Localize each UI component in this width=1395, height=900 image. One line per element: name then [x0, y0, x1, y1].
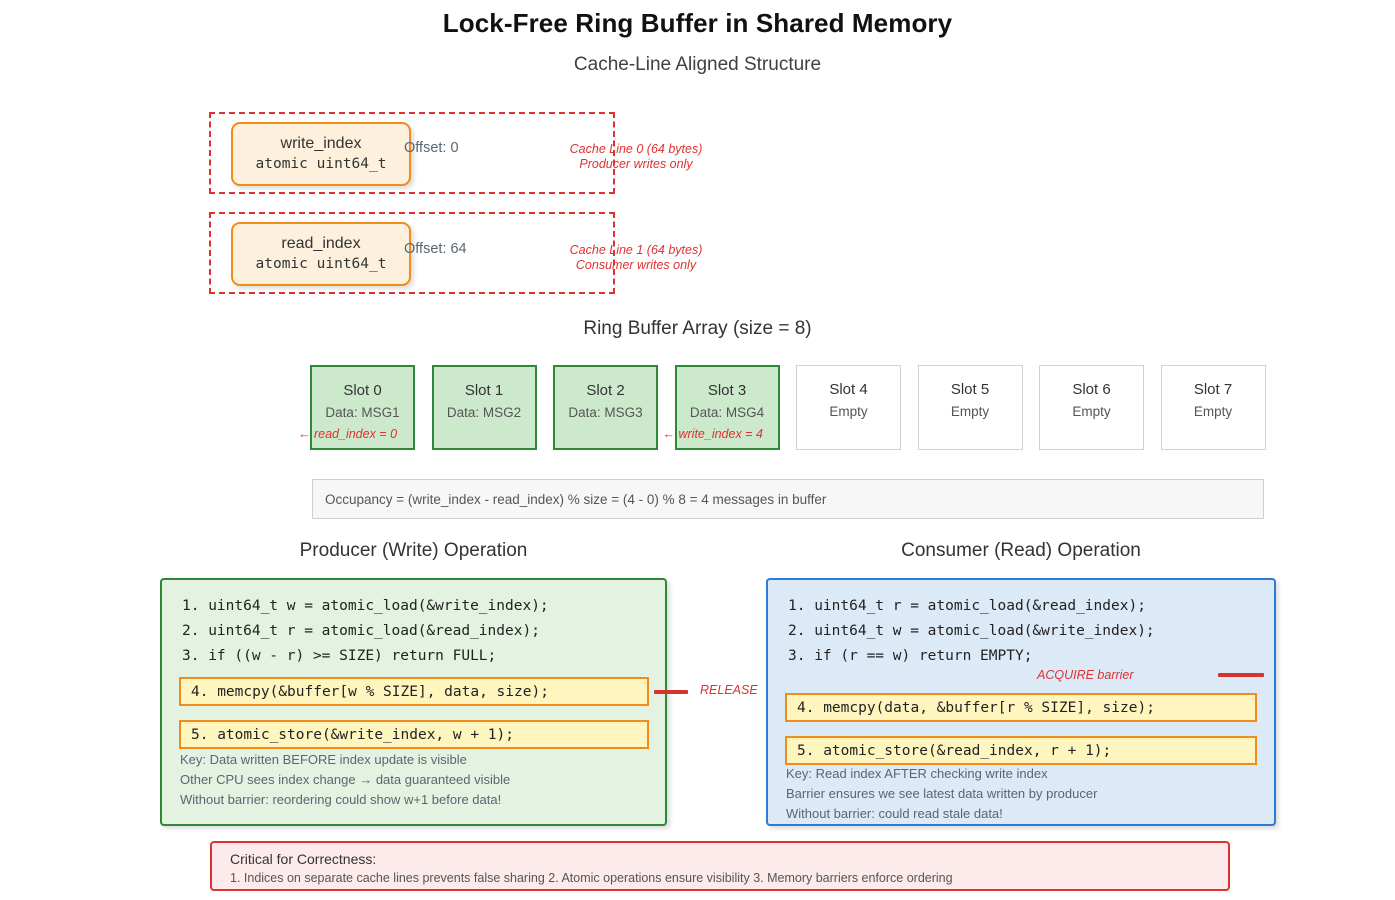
cache-line-0-group	[209, 112, 615, 194]
ring-slot-4-data: Empty	[829, 404, 868, 419]
acquire-barrier-marker	[1218, 673, 1264, 677]
occupancy-box: Occupancy = (write_index - read_index) %…	[312, 479, 1264, 519]
producer-panel: 1. uint64_t w = atomic_load(&write_index…	[160, 578, 667, 826]
ring-slot-7-data: Empty	[1193, 404, 1233, 419]
producer-note-2: Other CPU sees index change → data guara…	[180, 772, 511, 787]
critical-correctness-box: Critical for Correctness: 1. Indices on …	[210, 841, 1230, 891]
ring-slot-6: Slot 6 Empty	[1039, 365, 1144, 450]
cache-line-1-group	[209, 212, 615, 294]
cache-line-1-note: Cache Line 1 (64 bytes) Consumer writes …	[526, 243, 746, 273]
consumer-code-line-3: 3. if (r == w) return EMPTY;	[788, 648, 1033, 664]
write-index-box: write_index atomic uint64_t	[231, 122, 411, 186]
producer-code-line-1: 1. uint64_t w = atomic_load(&write_index…	[182, 598, 549, 614]
consumer-code-line-2: 2. uint64_t w = atomic_load(&write_index…	[788, 623, 1155, 639]
write-index-name: write_index	[280, 135, 362, 152]
release-barrier-label: RELEASE	[700, 683, 758, 697]
cache-line-1-note-line1: Cache Line 1 (64 bytes)	[569, 243, 703, 257]
cache-line-0-note: Cache Line 0 (64 bytes) Producer writes …	[526, 142, 746, 172]
ring-slot-5-name: Slot 5	[950, 381, 990, 398]
page-subtitle: Cache-Line Aligned Structure	[573, 54, 822, 75]
read-index-offset-label: Offset: 64	[404, 241, 467, 257]
ring-slot-6-data: Empty	[1072, 404, 1111, 419]
ring-slot-3-pointer-label: ← write_index = 4	[662, 427, 763, 441]
consumer-note-1: Key: Read index AFTER checking write ind…	[786, 766, 1048, 781]
ring-slot-1: Slot 1 Data: MSG2	[431, 365, 537, 450]
ring-slot-1-name: Slot 1	[464, 382, 504, 399]
critical-body: 1. Indices on separate cache lines preve…	[230, 871, 953, 885]
ring-slot-3-data: Data: MSG4	[689, 405, 765, 420]
cache-line-1-note-line2: Consumer writes only	[575, 258, 697, 272]
consumer-highlighted-line-2: 5. atomic_store(&read_index, r + 1);	[785, 736, 1257, 765]
ring-buffer-heading: Ring Buffer Array (size = 8)	[583, 318, 812, 339]
ring-slot-4-name: Slot 4	[829, 381, 868, 398]
ring-slot-0-pointer-label: ← read_index = 0	[298, 427, 398, 441]
ring-slot-7-name: Slot 7	[1193, 381, 1233, 398]
ring-slot-7: Slot 7 Empty	[1160, 365, 1266, 450]
read-index-type: atomic uint64_t	[255, 256, 387, 272]
producer-highlighted-line-1: 4. memcpy(&buffer[w % SIZE], data, size)…	[179, 677, 649, 706]
ring-slot-3-name: Slot 3	[707, 382, 747, 399]
ring-slot-4: Slot 4 Empty	[796, 365, 901, 450]
ring-slot-5: Slot 5 Empty	[917, 365, 1023, 450]
consumer-note-2: Barrier ensures we see latest data writt…	[786, 786, 1098, 801]
cache-line-0-note-line2: Producer writes only	[579, 157, 693, 171]
read-index-box: read_index atomic uint64_t	[231, 222, 411, 286]
producer-code-line-3: 3. if ((w - r) >= SIZE) return FULL;	[182, 648, 497, 664]
consumer-note-3: Without barrier: could read stale data!	[786, 806, 1003, 821]
ring-slot-3: Slot 3 Data: MSG4 ← write_index = 4	[663, 365, 780, 450]
ring-slot-2-name: Slot 2	[586, 382, 625, 399]
ring-slot-5-data: Empty	[950, 404, 990, 419]
ring-slot-2: Slot 2 Data: MSG3	[553, 365, 658, 450]
release-barrier-marker	[654, 690, 688, 694]
acquire-barrier-label: ACQUIRE barrier	[1037, 668, 1134, 682]
producer-highlighted-line-2: 5. atomic_store(&write_index, w + 1);	[179, 720, 649, 749]
ring-slot-0-name: Slot 0	[343, 382, 382, 399]
occupancy-text: Occupancy = (write_index - read_index) %…	[325, 491, 827, 507]
consumer-panel: 1. uint64_t r = atomic_load(&read_index)…	[766, 578, 1276, 826]
cache-line-0-note-line1: Cache Line 0 (64 bytes)	[569, 142, 703, 156]
consumer-heading: Consumer (Read) Operation	[901, 540, 1141, 561]
critical-title: Critical for Correctness:	[230, 851, 377, 867]
ring-slot-2-data: Data: MSG3	[568, 405, 643, 420]
consumer-highlighted-line-1: 4. memcpy(data, &buffer[r % SIZE], size)…	[785, 693, 1257, 722]
consumer-code-line-1: 1. uint64_t r = atomic_load(&read_index)…	[788, 598, 1146, 614]
page-title: Lock-Free Ring Buffer in Shared Memory	[442, 8, 953, 38]
write-index-type: atomic uint64_t	[255, 156, 387, 172]
producer-note-1: Key: Data written BEFORE index update is…	[180, 752, 467, 767]
producer-heading: Producer (Write) Operation	[299, 540, 528, 561]
ring-slot-1-data: Data: MSG2	[446, 405, 522, 420]
ring-slot-0-data: Data: MSG1	[325, 405, 400, 420]
producer-note-3: Without barrier: reordering could show w…	[180, 792, 502, 807]
read-index-name: read_index	[281, 235, 361, 252]
ring-slot-6-name: Slot 6	[1072, 381, 1111, 398]
ring-slot-0: Slot 0 Data: MSG1 ← read_index = 0	[298, 365, 415, 450]
write-index-offset-label: Offset: 0	[404, 140, 459, 156]
producer-code-line-2: 2. uint64_t r = atomic_load(&read_index)…	[182, 623, 540, 639]
